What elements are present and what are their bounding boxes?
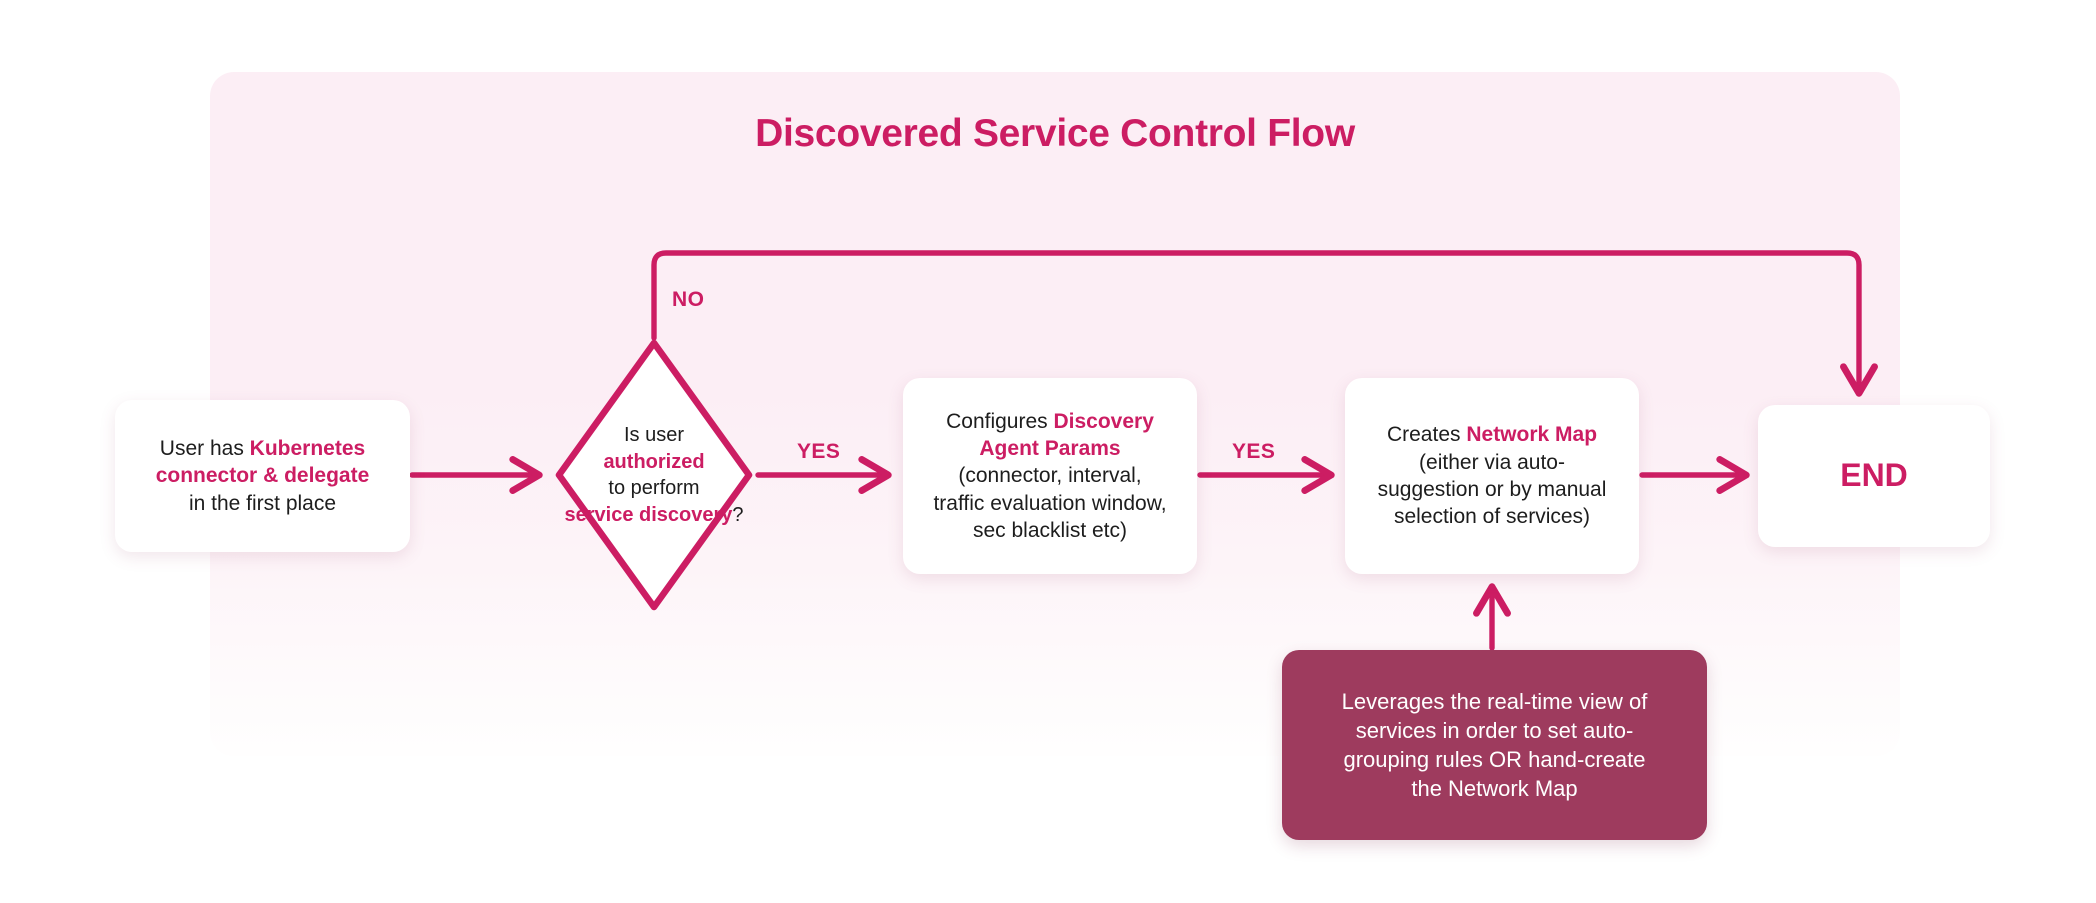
node-note-line4: the Network Map: [1411, 776, 1578, 802]
node-networkmap-line2: (either via auto-: [1419, 450, 1565, 474]
edge-label-yes-1: YES: [797, 440, 841, 463]
node-creates-network-map[interactable]: Creates Network Map (either via auto- su…: [1345, 378, 1639, 574]
node-configure-line1-highlight: Discovery: [1053, 409, 1154, 433]
edge-label-no: NO: [672, 288, 705, 311]
node-configure-line4: traffic evaluation window,: [933, 491, 1167, 515]
node-note-line2: services in order to set auto-: [1355, 717, 1634, 743]
node-decision-line1: Is user: [623, 423, 685, 446]
node-start-line1-plain: User has: [159, 437, 250, 461]
node-networkmap-line1-plain: Creates: [1386, 423, 1467, 447]
node-decision-line3: to perform: [608, 477, 700, 499]
node-start-line2-highlight: connector & delegate: [155, 464, 370, 488]
edge-decision-no-to-end: [651, 250, 1878, 397]
node-configure-discovery-agent-params[interactable]: Configures Discovery Agent Params (conne…: [903, 378, 1197, 574]
node-start-line1-highlight: Kubernetes: [249, 437, 366, 461]
node-networkmap-line4: selection of services): [1393, 505, 1591, 529]
node-configure-line3: (connector, interval,: [958, 464, 1142, 488]
node-networkmap-line3: suggestion or by manual: [1377, 478, 1607, 501]
node-decision-line4-suffix: ?: [732, 503, 744, 526]
node-configure-line5: sec blacklist etc): [972, 518, 1128, 542]
node-decision[interactable]: Is user authorized to perform service di…: [554, 338, 754, 612]
node-start-line3: in the first place: [188, 491, 337, 515]
node-end-label: END: [1840, 457, 1908, 494]
node-note-line1: Leverages the real-time view of: [1341, 688, 1648, 714]
node-decision-line2-highlight: authorized: [603, 450, 705, 473]
page-title: Discovered Service Control Flow: [755, 112, 1355, 155]
node-end[interactable]: END: [1758, 405, 1990, 547]
node-configure-line1-plain: Configures: [946, 409, 1054, 433]
diamond-shape: [555, 339, 753, 611]
node-note-leverages-real-time-view[interactable]: Leverages the real-time view of services…: [1282, 650, 1707, 840]
node-note-line3: grouping rules OR hand-create: [1343, 747, 1646, 772]
node-networkmap-line1-highlight: Network Map: [1466, 423, 1598, 447]
node-start[interactable]: User has Kubernetes connector & delegate…: [115, 400, 410, 552]
node-decision-text: Is user authorized to perform service di…: [530, 422, 778, 528]
node-configure-line2-highlight: Agent Params: [979, 437, 1121, 461]
node-decision-line4-highlight: service discovery: [564, 503, 733, 526]
edge-label-yes-2: YES: [1232, 440, 1276, 463]
